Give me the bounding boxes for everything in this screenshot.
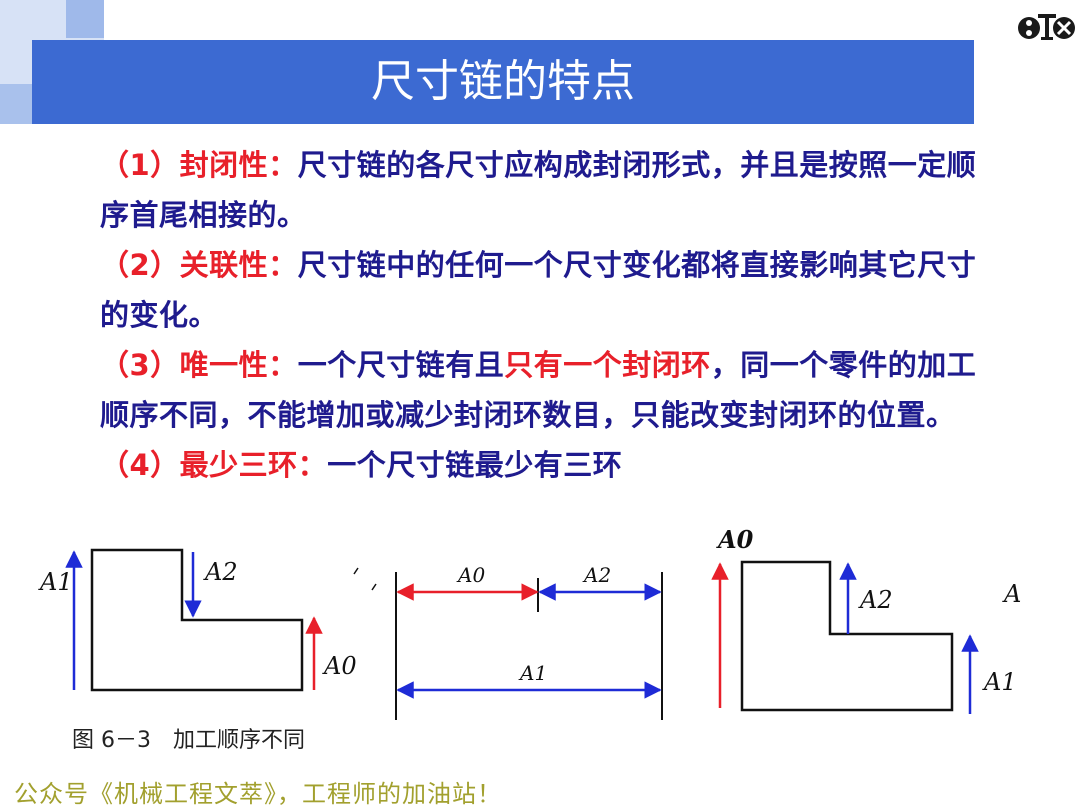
footer-text: 公众号《机械工程文萃》，工程师的加油站！	[14, 780, 502, 808]
middle-label-a0: A0	[456, 563, 485, 587]
right-label-a2: A2	[858, 586, 893, 614]
right-label-a1: A1	[982, 668, 1017, 696]
title-bar	[32, 40, 974, 124]
decor-square-2	[66, 0, 104, 38]
point-3-label: （3）唯一性：	[100, 348, 298, 382]
middle-label-a1: A1	[518, 661, 547, 685]
point-3-text-before: 一个尺寸链有且	[297, 348, 505, 382]
point-3: （3）唯一性：一个尺寸链有且只有一个封闭环，同一个零件的加工顺序不同，不能增加或…	[100, 340, 1000, 440]
right-part-figure: A0 A2 A1 A	[711, 525, 1021, 714]
left-label-a1: A1	[38, 568, 73, 596]
point-3-highlight: 只有一个封闭环	[504, 348, 711, 382]
slide-title: 尺寸链的特点	[371, 56, 635, 107]
point-1-text: 尺寸链的各尺寸应构成封闭形式，并且是按照一定顺序首尾相接的。	[100, 148, 977, 232]
right-label-a0: A0	[716, 525, 754, 554]
point-3-text-after: ，同一个零件的加工顺序不同，不能增加或减少封闭环数目，只能改变封闭环的位置。	[100, 348, 977, 432]
point-1: （1）封闭性：尺寸链的各尺寸应构成封闭形式，并且是按照一定顺序首尾相接的。	[100, 140, 1000, 240]
content-area: （1）封闭性：尺寸链的各尺寸应构成封闭形式，并且是按照一定顺序首尾相接的。 （2…	[100, 140, 1000, 490]
middle-label-a2: A2	[582, 563, 611, 587]
point-4-text: 一个尺寸链最少有三环	[327, 448, 623, 482]
middle-dimension-figure: A0 A2 A1	[353, 563, 663, 720]
point-2: （2）关联性：尺寸链中的任何一个尺寸变化都将直接影响其它尺寸的变化。	[100, 240, 1000, 340]
brand-logo-icon	[1018, 14, 1075, 40]
figure-caption: 图 6－3 加工顺序不同	[72, 728, 305, 753]
point-4: （4）最少三环：一个尺寸链最少有三环	[100, 440, 1000, 490]
left-label-a2: A2	[203, 558, 238, 586]
left-label-a0: A0	[322, 652, 357, 680]
point-4-label: （4）最少三环：	[100, 448, 328, 482]
point-1-label: （1）封闭性：	[100, 148, 298, 182]
point-2-text: 尺寸链中的任何一个尺寸变化都将直接影响其它尺寸的变化。	[100, 248, 977, 332]
point-2-label: （2）关联性：	[100, 248, 298, 282]
right-label-stray: A	[1002, 580, 1021, 608]
left-part-figure: A1 A2 A0	[38, 548, 357, 692]
